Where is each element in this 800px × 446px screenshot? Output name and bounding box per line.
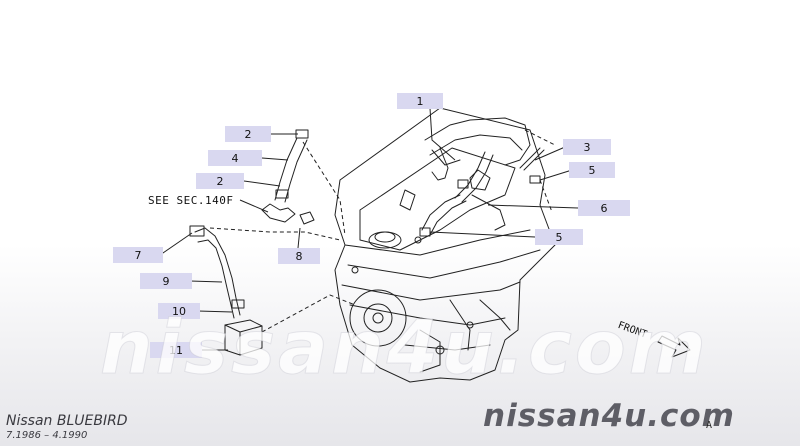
- see-section-reference: SEE SEC.140F: [148, 194, 234, 207]
- leader-line-10: [197, 310, 233, 313]
- leader-line-5a: [539, 169, 573, 181]
- leader-dashed-5: [524, 129, 556, 146]
- callout-6: 6: [578, 200, 630, 216]
- leader-line-8: [297, 227, 301, 249]
- leader-line-3: [534, 146, 566, 161]
- leader-dashed-1: [302, 141, 346, 236]
- callout-11: 11: [150, 342, 202, 358]
- bolt-and-clip: [519, 147, 545, 184]
- page-code: A: [706, 420, 713, 431]
- leader-line-9: [189, 280, 223, 283]
- front-arrow-icon: [657, 335, 691, 358]
- leader-line-see: [239, 199, 269, 213]
- leader-line-6: [487, 204, 579, 209]
- leader-line-4: [261, 157, 289, 161]
- lower-left-hose-and-tank: [189, 225, 263, 356]
- engine-breather-hose: [419, 151, 494, 237]
- callout-5b: 5: [535, 229, 583, 245]
- callout-8: 8: [278, 248, 320, 264]
- callout-9: 9: [140, 273, 192, 289]
- callout-1: 1: [397, 93, 443, 109]
- upper-left-hose: [261, 129, 315, 225]
- callout-10: 10: [158, 303, 200, 319]
- callout-2b: 2: [196, 173, 244, 189]
- intake-pipe: [424, 117, 531, 181]
- leader-line-7: [159, 232, 193, 256]
- leader-dashed-2: [209, 227, 341, 241]
- callout-3: 3: [563, 139, 611, 155]
- watermark-brand: nissan4u.com: [483, 398, 735, 434]
- callout-7: 7: [113, 247, 163, 263]
- leader-line-2b: [243, 180, 281, 187]
- callout-5a: 5: [569, 162, 615, 178]
- callout-4: 4: [208, 150, 262, 166]
- leader-dashed-3: [261, 294, 356, 333]
- leader-line-5b: [429, 231, 536, 238]
- callout-2a: 2: [225, 126, 271, 142]
- production-date-range: 7.1986 – 4.1990: [6, 430, 88, 441]
- watermark-center: nissan4u.com: [100, 305, 709, 392]
- leader-line-1: [429, 107, 456, 161]
- engine-block-outline: [334, 107, 556, 383]
- model-name: Nissan BLUEBIRD: [6, 413, 128, 429]
